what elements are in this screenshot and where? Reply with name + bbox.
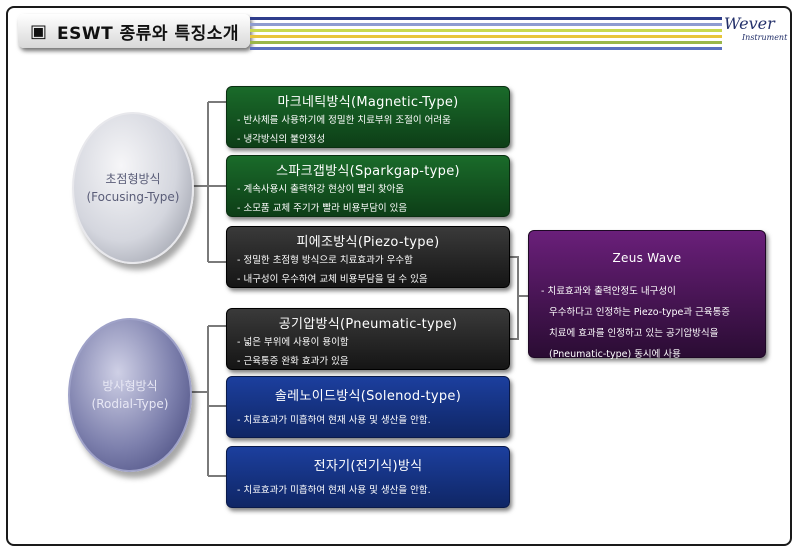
zeus-bracket	[510, 256, 528, 340]
method-detail: - 치료효과가 미흡하여 현재 사용 및 생산을 안함.	[237, 415, 431, 426]
method-title: 전자기(전기식)방식	[313, 459, 423, 474]
stripe	[250, 47, 722, 50]
method-detail: - 정밀한 초점형 방식으로 치료효과가 우수함	[237, 255, 413, 266]
wever-logo: Wever Instrument	[724, 14, 788, 50]
focusing-label-korean: 초점형방식	[105, 172, 161, 186]
square-bullet-icon: ▣	[30, 20, 48, 42]
focusing-bracket	[190, 101, 226, 263]
solenoid-type-box: 솔레노이드방식(Solenod-type) - 치료효과가 미흡하여 현재 사용…	[226, 376, 510, 438]
magnetic-type-box: 마크네틱방식(Magnetic-Type) - 반사체를 사용하기에 정밀한 치…	[226, 86, 510, 148]
method-title: 솔레노이드방식(Solenod-type)	[274, 389, 462, 404]
stripe	[250, 17, 722, 20]
zeus-detail: - 치료효과와 출력안정도 내구성이	[541, 286, 676, 297]
zeus-title: Zeus Wave	[612, 251, 682, 265]
stripe	[250, 23, 722, 26]
zeus-detail: (Pneumatic-type) 동시에 사용	[549, 349, 681, 360]
sparkgap-type-box: 스파크갭방식(Sparkgap-type) - 계속사용시 출력하강 현상이 빨…	[226, 155, 510, 217]
method-detail: - 내구성이 우수하여 교체 비용부담을 덜 수 있음	[237, 274, 428, 285]
method-detail: - 근육통증 완화 효과가 있음	[237, 356, 349, 367]
title-bar: ▣ ESWT 종류와 특징소개	[18, 14, 250, 48]
method-detail: - 치료효과가 미흡하여 현재 사용 및 생산을 안함.	[237, 485, 431, 496]
stripe	[250, 35, 722, 38]
radial-label-english: (Rodial-Type)	[91, 397, 169, 411]
page-title: ESWT 종류와 특징소개	[57, 23, 240, 44]
piezo-type-box: 피에조방식(Piezo-type) - 정밀한 초점형 방식으로 치료효과가 우…	[226, 226, 510, 288]
zeus-detail: 치료에 효과를 인정하고 있는 공기압방식을	[549, 328, 719, 339]
radial-bracket	[188, 325, 226, 477]
decorative-stripes	[250, 17, 722, 57]
method-title: 공기압방식(Pneumatic-type)	[278, 317, 458, 332]
method-title: 피에조방식(Piezo-type)	[296, 235, 440, 250]
focusing-label-english: (Focusing-Type)	[86, 190, 180, 204]
radial-type-circle: 방사형방식 (Rodial-Type)	[68, 318, 192, 472]
radial-label-korean: 방사형방식	[102, 379, 158, 393]
method-title: 스파크갭방식(Sparkgap-type)	[276, 164, 460, 179]
logo-name: Wever	[724, 14, 775, 33]
method-detail: - 소모품 교체 주기가 빨라 비용부담이 있음	[237, 203, 408, 214]
method-detail: - 반사체를 사용하기에 정밀한 치료부위 조절이 어려움	[237, 115, 451, 126]
pneumatic-type-box: 공기압방식(Pneumatic-type) - 넓은 부위에 사용이 용이함 -…	[226, 308, 510, 370]
method-title: 마크네틱방식(Magnetic-Type)	[277, 95, 459, 110]
method-detail: - 넓은 부위에 사용이 용이함	[237, 337, 349, 348]
zeus-detail: 우수하다고 인정하는 Piezo-type과 근육통증	[549, 307, 731, 318]
stripe	[250, 41, 722, 44]
logo-sub: Instrument	[742, 33, 788, 42]
stripe	[250, 29, 722, 32]
focusing-type-circle: 초점형방식 (Focusing-Type)	[72, 112, 194, 264]
method-detail: - 냉각방식의 불안정성	[237, 134, 326, 145]
zeus-wave-box: Zeus Wave - 치료효과와 출력안정도 내구성이 우수하다고 인정하는 …	[528, 230, 766, 360]
method-detail: - 계속사용시 출력하강 현상이 빨리 찾아옴	[237, 184, 405, 195]
electromagnetic-type-box: 전자기(전기식)방식 - 치료효과가 미흡하여 현재 사용 및 생산을 안함.	[226, 446, 510, 508]
